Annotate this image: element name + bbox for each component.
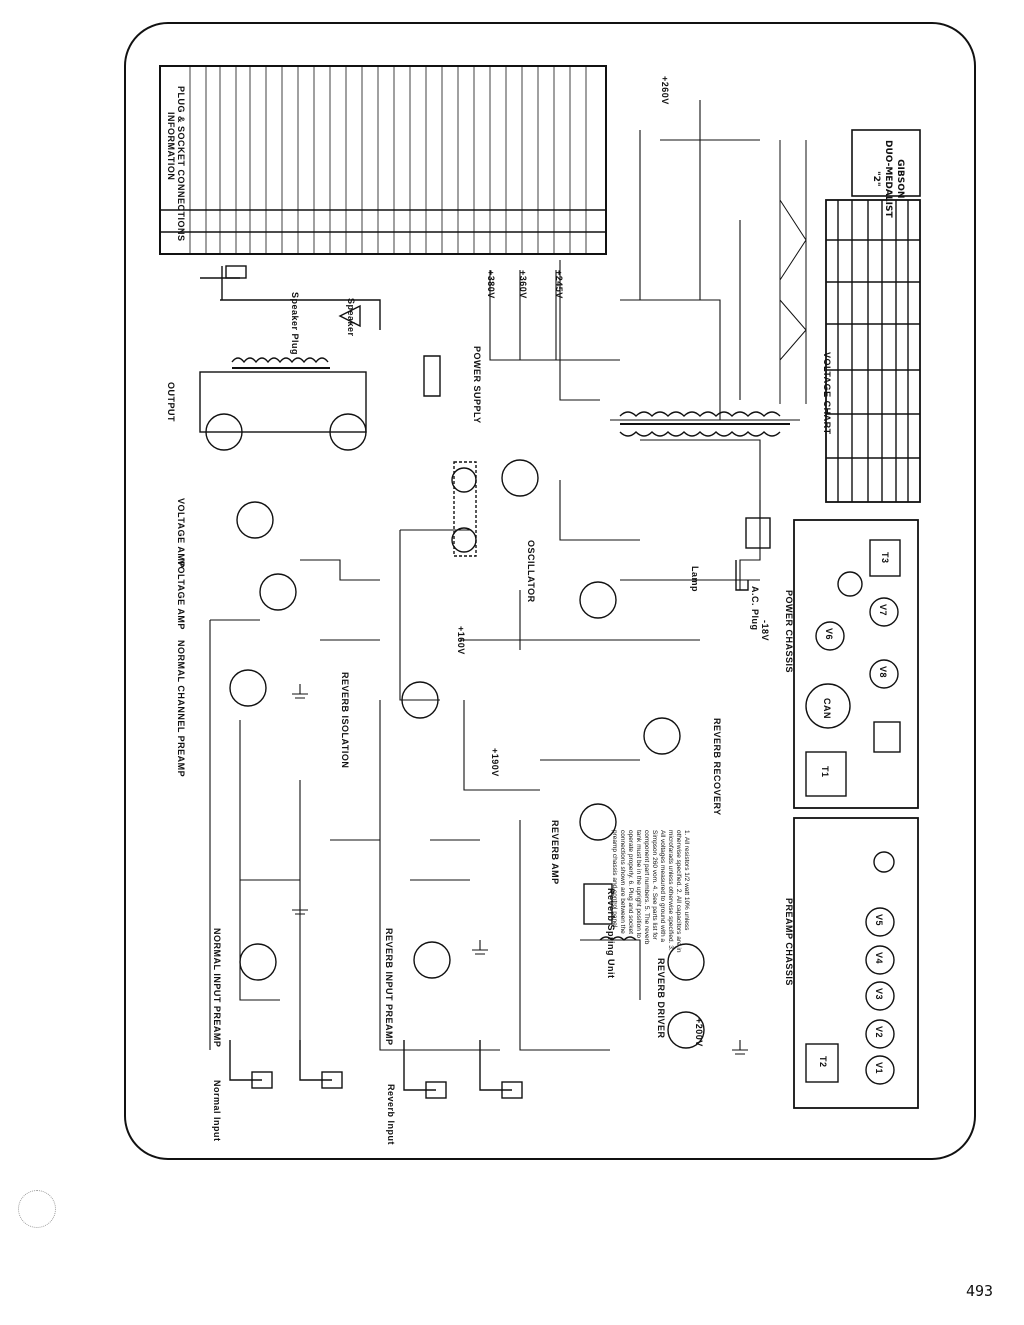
power-supply-label: POWER SUPPLY (472, 346, 482, 424)
chassis-tube-label: V5 (874, 914, 884, 927)
output-label: OUTPUT (166, 382, 176, 422)
voltage-label: +260V (660, 76, 670, 105)
chassis-tube-label: T3 (880, 552, 890, 564)
chassis-tube-label: CAN (822, 698, 832, 719)
chassis-tube-label: V6 (824, 628, 834, 641)
chassis-tube-label: V8 (878, 666, 888, 679)
normal-channel-preamp-label: NORMAL CHANNEL PREAMP (176, 640, 186, 778)
voltage-label: +380V (486, 270, 496, 299)
information-heading: INFORMATION (166, 112, 176, 181)
chassis-tube-label: V3 (874, 988, 884, 1001)
reverb-input-label: Reverb Input (386, 1084, 396, 1146)
tube-symbols (229, 459, 705, 1049)
reverb-input-preamp-label: REVERB INPUT PREAMP (384, 928, 394, 1046)
voltage-label: +360V (518, 270, 528, 299)
plug-socket-table (159, 65, 607, 255)
lamp-label: Lamp (690, 566, 700, 593)
voltage-label: -18V (760, 620, 770, 642)
signal-wiring (209, 100, 800, 1051)
power-chassis-label: POWER CHASSIS (784, 590, 794, 674)
preamp-chassis-layout (793, 817, 919, 1109)
plug-socket-heading: PLUG & SOCKET CONNECTIONS (176, 86, 186, 242)
voltage-amp-2-label: VOLTAGE AMP (176, 560, 186, 630)
chassis-tube-label: V1 (874, 1062, 884, 1075)
ac-plug-label: A.C. Plug (750, 586, 760, 631)
reverb-amp-label: REVERB AMP (550, 820, 560, 885)
power-transformer (423, 355, 790, 591)
reverb-transformer (599, 936, 637, 941)
speaker-label: Speaker (346, 298, 356, 337)
speaker-plug-label: Speaker Plug (290, 292, 300, 356)
reverb-isolation-label: REVERB ISOLATION (340, 672, 350, 769)
normal-input-label: Normal Input (212, 1080, 222, 1142)
voltage-amp-1-label: VOLTAGE AMP (176, 498, 186, 568)
input-jacks (229, 1040, 523, 1099)
chassis-tube-label: T1 (820, 766, 830, 778)
voltage-label: +200V (694, 1018, 704, 1047)
output-stage (199, 265, 381, 451)
chassis-tube-label: V4 (874, 952, 884, 965)
voltage-label: +190V (490, 748, 500, 777)
normal-input-preamp-label: NORMAL INPUT PREAMP (212, 928, 222, 1048)
reverb-recovery-label: REVERB RECOVERY (712, 718, 722, 816)
title-block-border (851, 129, 921, 197)
ink-stamp (18, 1190, 56, 1228)
voltage-chart-label: VOLTAGE CHART (822, 352, 832, 435)
model-suffix: "2" (871, 170, 881, 187)
reverb-spring-unit (583, 883, 613, 925)
preamp-chassis-label: PREAMP CHASSIS (784, 898, 794, 986)
ground-symbols (292, 684, 748, 1055)
voltage-chart (825, 199, 921, 503)
heater-string (779, 140, 807, 404)
brand-name: GIBSON (895, 159, 905, 199)
oscillator-label: OSCILLATOR (526, 540, 536, 603)
page-number: 493 (966, 1282, 994, 1300)
chassis-tube-label: V2 (874, 1026, 884, 1039)
chassis-tube-label: T2 (818, 1056, 828, 1068)
voltage-label: +160V (456, 626, 466, 655)
chassis-tube-label: V7 (878, 604, 888, 617)
power-chassis-layout (793, 519, 919, 809)
model-name: DUO-MEDALIST (883, 140, 893, 218)
title-block: GIBSON DUO-MEDALIST "2" (870, 140, 906, 218)
voltage-label: +245V (554, 270, 564, 299)
reverb-driver-label: REVERB DRIVER (656, 958, 666, 1039)
schematic-notes: 1. All resistors 1/2 watt 10% unless oth… (611, 830, 690, 953)
